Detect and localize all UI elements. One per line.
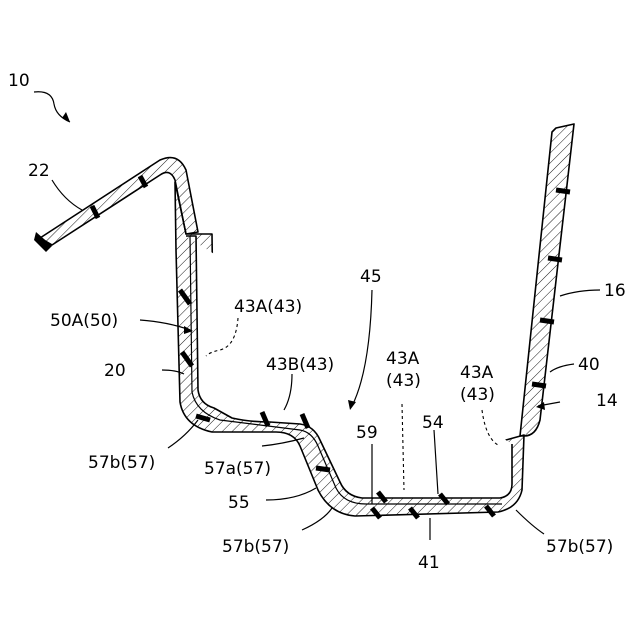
label-40: 40 <box>578 355 600 375</box>
label-14: 14 <box>596 391 618 411</box>
label-57b-left: 57b(57) <box>88 453 155 473</box>
label-43A-mid-a: 43A <box>386 349 420 369</box>
slope-mark-1 <box>316 468 330 470</box>
leader-22 <box>52 180 82 210</box>
leader-40 <box>550 364 574 372</box>
right-wall-mark-4 <box>532 384 546 386</box>
label-54: 54 <box>422 413 444 433</box>
leader-57b-bottom <box>302 508 332 530</box>
right-wall-mark-1 <box>556 190 570 192</box>
right-wall-mark-3 <box>540 320 554 322</box>
leader-16 <box>560 290 600 296</box>
label-43A-right-a: 43A <box>460 363 494 383</box>
label-16: 16 <box>604 281 626 301</box>
label-10: 10 <box>8 71 30 91</box>
label-57b-bottom: 57b(57) <box>222 537 289 557</box>
label-43A-right-b: (43) <box>460 385 495 405</box>
label-43A-left: 43A(43) <box>234 297 302 317</box>
label-45: 45 <box>360 267 382 287</box>
label-41: 41 <box>418 553 440 573</box>
label-50A: 50A(50) <box>50 311 118 331</box>
right-wall-16 <box>520 124 574 436</box>
label-22: 22 <box>28 161 50 181</box>
label-55: 55 <box>228 493 250 513</box>
label-20: 20 <box>104 361 126 381</box>
label-57a: 57a(57) <box>204 459 271 479</box>
leader-57b-right <box>516 510 544 534</box>
label-57b-right: 57b(57) <box>546 537 613 557</box>
right-wall-mark-2 <box>548 258 562 260</box>
left-flange-22 <box>40 158 198 245</box>
label-43B: 43B(43) <box>266 355 334 375</box>
leader-55 <box>266 488 316 500</box>
label-59: 59 <box>356 423 378 443</box>
label-43A-mid-b: (43) <box>386 371 421 391</box>
